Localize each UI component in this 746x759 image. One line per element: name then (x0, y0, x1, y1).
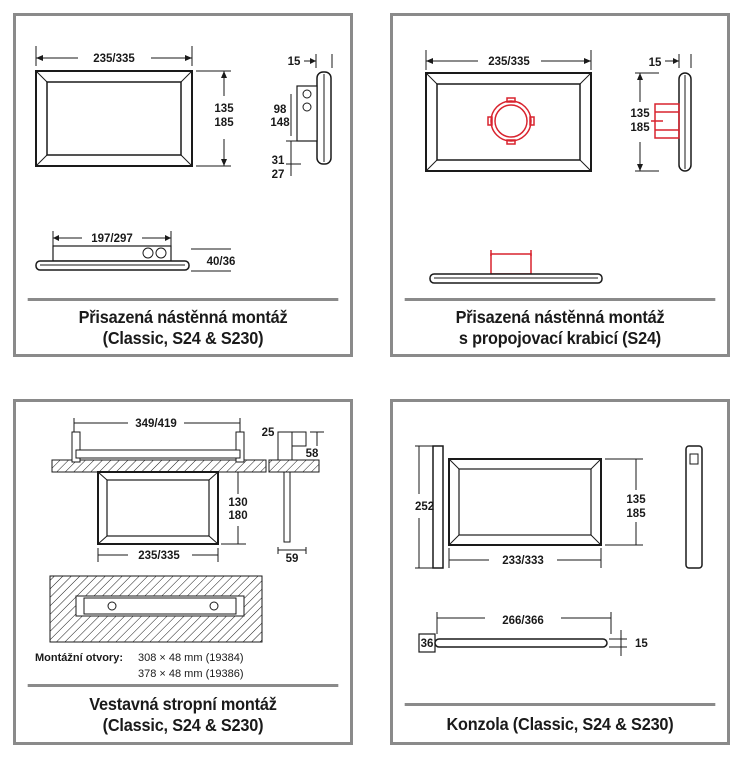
label-height-2: 185 (630, 122, 650, 134)
label-bottom-width: 233/333 (502, 555, 544, 567)
label-openings: Montážní otvory: (35, 652, 123, 664)
label-hole-1: 98 (274, 104, 287, 116)
label-height-2: 180 (228, 510, 247, 522)
label-bottom-1: 31 (272, 155, 285, 167)
label-rail-width: 266/366 (502, 615, 544, 627)
label-depth: 15 (288, 56, 301, 68)
caption-surface-wall-mount: Přisazená nástěnná montáž (Classic, S24 … (27, 298, 339, 354)
label-bottom-height: 40/36 (207, 256, 236, 268)
caption-line-2: s propojovací krabicí (S24) (458, 327, 662, 348)
label-height-1: 135 (630, 108, 650, 120)
drawing-recessed-ceiling-mount: 349/419 130 180 235/335 25 58 59 Montážn… (35, 418, 324, 680)
caption-recessed-ceiling-mount: Vestavná stropní montáž (Classic, S24 & … (27, 684, 339, 742)
caption-line-2: (Classic, S24 & S230) (102, 714, 264, 735)
drawing-bracket-mount: 252 135 185 233/333 266/366 36 15 (415, 445, 703, 656)
label-depth: 15 (649, 57, 662, 69)
label-height-2: 185 (626, 508, 646, 520)
label-bottom-2: 27 (272, 169, 285, 181)
label-width: 235/335 (93, 53, 135, 65)
caption-bracket-mount: Konzola (Classic, S24 & S230) (404, 703, 716, 742)
label-height-1: 135 (214, 103, 234, 115)
junction-box-front (487, 97, 535, 145)
label-hole-2: 148 (270, 117, 290, 129)
panel-bracket-mount: 252 135 185 233/333 266/366 36 15 Konzol… (390, 399, 730, 745)
caption-line-2: (Classic, S24 & S230) (102, 327, 264, 348)
label-width: 235/335 (488, 56, 530, 68)
label-depth-58: 58 (306, 448, 319, 460)
label-opening-1: 308 × 48 mm (19384) (138, 652, 243, 664)
drawing-surface-wall-mount: 235/335 135 185 15 98 148 31 27 197/297 (35, 46, 333, 272)
caption-line-1: Přisazená nástěnná montáž (78, 306, 288, 327)
label-opening-2: 378 × 48 mm (19386) (138, 668, 243, 680)
label-depth-25: 25 (262, 427, 275, 439)
label-height-1: 130 (228, 497, 247, 509)
panel-recessed-ceiling-mount: 349/419 130 180 235/335 25 58 59 Montážn… (13, 399, 353, 745)
label-top-width: 349/419 (135, 418, 177, 430)
label-height-252: 252 (415, 501, 434, 513)
drawing-surface-mount-junction-box: 235/335 15 135 185 (425, 50, 692, 284)
label-height-2: 185 (214, 117, 234, 129)
label-depth-59: 59 (286, 553, 299, 565)
label-depth-15: 15 (635, 638, 648, 650)
label-bottom-width: 197/297 (91, 233, 133, 245)
caption-line-1: Přisazená nástěnná montáž (455, 306, 665, 327)
junction-box-side (651, 103, 680, 139)
caption-line-1: Konzola (Classic, S24 & S230) (446, 713, 674, 734)
label-bottom-width: 235/335 (138, 550, 180, 562)
caption-line-1: Vestavná stropní montáž (89, 693, 277, 714)
label-height-1: 135 (626, 494, 646, 506)
label-depth-36: 36 (421, 638, 434, 650)
panel-surface-wall-mount: 235/335 135 185 15 98 148 31 27 197/297 (13, 13, 353, 357)
panel-surface-mount-junction-box: 235/335 15 135 185 Přisazená nástěnná mo… (390, 13, 730, 357)
caption-surface-mount-junction-box: Přisazená nástěnná montáž s propojovací … (404, 298, 716, 354)
